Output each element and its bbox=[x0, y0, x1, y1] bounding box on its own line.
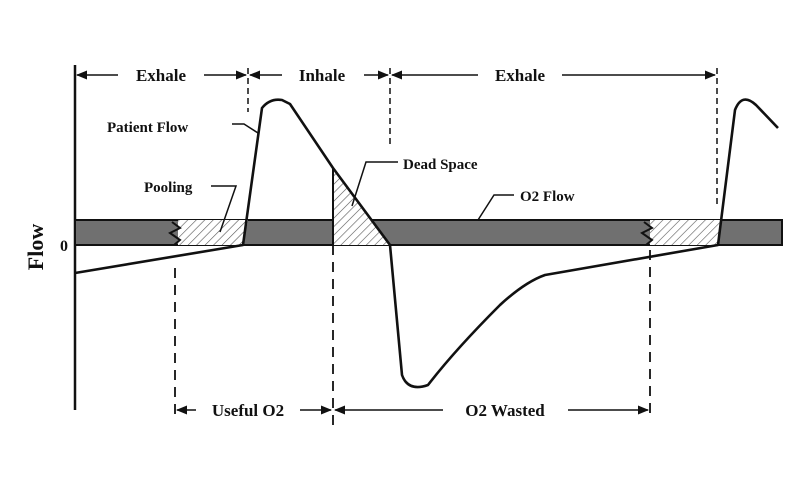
break-mark-left bbox=[168, 221, 182, 246]
pooling-hatch-right bbox=[650, 220, 722, 245]
phase-label-exhale-1: Exhale bbox=[136, 66, 187, 85]
o2-flow-leader bbox=[477, 194, 514, 221]
o2-wasted-label: O2 Wasted bbox=[465, 401, 545, 420]
patient-flow-leader bbox=[232, 123, 259, 134]
zero-label: 0 bbox=[60, 238, 68, 255]
phase-label-exhale-2: Exhale bbox=[495, 66, 546, 85]
pooling-label: Pooling bbox=[144, 180, 193, 196]
patient-flow-label: Patient Flow bbox=[107, 120, 188, 136]
phase-label-inhale: Inhale bbox=[299, 66, 346, 85]
break-mark-right bbox=[640, 221, 654, 246]
dead-space-label: Dead Space bbox=[403, 157, 478, 173]
pooling-leader bbox=[211, 185, 238, 233]
o2-flow-label: O2 Flow bbox=[520, 189, 575, 205]
y-axis-title: Flow bbox=[23, 224, 48, 271]
dead-space-leader bbox=[351, 161, 398, 207]
pooling-hatch-left bbox=[178, 220, 248, 245]
useful-o2-label: Useful O2 bbox=[212, 401, 284, 420]
patient-flow-curve bbox=[74, 98, 779, 389]
